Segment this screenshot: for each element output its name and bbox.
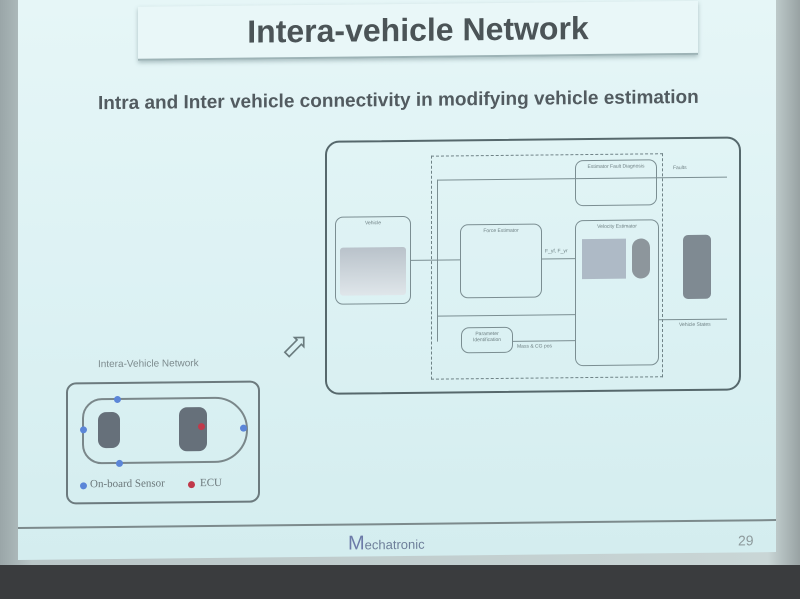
logo-text: echatronic [364, 536, 425, 553]
state-estimator-label: Velocity Estimator [597, 223, 637, 230]
states-label: Vehicle States [679, 321, 711, 329]
ecu-dot [198, 423, 205, 431]
legend-sensor: On-board Sensor [90, 477, 165, 491]
page-number: 29 [738, 532, 754, 549]
mechatronic-logo: Mechatronic [348, 532, 425, 556]
tire-icon [632, 238, 650, 279]
rear-window [98, 411, 120, 449]
vehicle-box-label: Vehicle [364, 220, 382, 227]
car-photo [340, 246, 406, 296]
faults-label: Faults [673, 164, 687, 172]
sensor-dot [240, 424, 247, 432]
legend-sensor-dot [80, 482, 87, 490]
car-panel-title: Intera-Vehicle Network [98, 358, 199, 371]
car-top-view [82, 396, 248, 465]
vehicle-box: Vehicle [335, 215, 411, 305]
slide-title: Intera-vehicle Network [247, 10, 589, 50]
sensor-dot [116, 459, 123, 467]
state-estimator-box: Velocity Estimator [575, 219, 659, 367]
parameter-identification-box: Parameter Identification [461, 326, 513, 354]
vehicle-model-icon [683, 234, 711, 300]
title-bar: Intera-vehicle Network [138, 0, 698, 61]
sensor-dot [114, 395, 121, 403]
connector [659, 318, 727, 321]
fault-diagnosis-label: Estimator Fault Diagnosis [587, 163, 645, 171]
slide-subtitle: Intra and Inter vehicle connectivity in … [98, 86, 699, 115]
logo-initial: M [348, 532, 365, 555]
footer-divider [18, 519, 776, 529]
tire-map-plot [582, 238, 626, 280]
mass-label: Mass & CG pos [517, 343, 553, 350]
arrow-icon: ⇧ [270, 323, 318, 371]
force-estimator-box: Force Estimator [460, 223, 542, 299]
parameter-identification-label: Parameter Identification [472, 330, 502, 344]
estimation-diagram: Vehicle Force Estimator Parameter Identi… [325, 136, 741, 395]
car-network-panel: On-board Sensor ECU [66, 380, 260, 505]
legend-ecu-dot [188, 481, 195, 489]
sensor-dot [80, 426, 87, 434]
legend-ecu: ECU [200, 476, 222, 490]
force-estimator-label: Force Estimator [483, 227, 519, 235]
slide: Intera-vehicle Network Intra and Inter v… [18, 0, 776, 561]
tire-forces-label: F_yf, F_yr [545, 248, 568, 255]
fault-diagnosis-box: Estimator Fault Diagnosis [575, 159, 657, 207]
connector [437, 179, 438, 342]
